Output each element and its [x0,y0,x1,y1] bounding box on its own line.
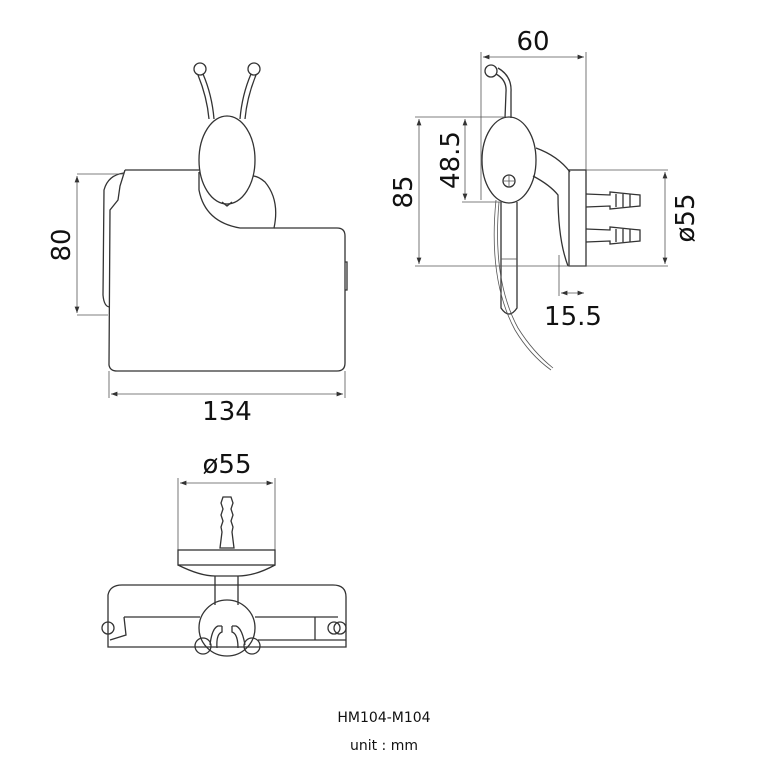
wall-pegs [585,191,641,245]
arm [532,147,571,267]
side-view: 60 85 48.5 ø55 15.5 [389,27,701,371]
head [481,116,537,204]
dimension-height-85: 85 [389,116,668,267]
paper-flap [493,199,554,371]
model-number: HM104-M104 [337,710,430,726]
roller-end [101,621,115,635]
dimension-diameter-55-bottom: ø55 [177,450,276,552]
stem [214,576,239,605]
dimension-diameter-55: ø55 [586,169,701,264]
dimension-label: ø55 [203,450,252,480]
front-view: 80 134 [47,62,348,427]
dimension-width-134: 134 [108,371,346,427]
dimension-label: 48.5 [436,131,466,189]
head [198,115,256,205]
dimension-label: 15.5 [544,302,602,332]
dimension-label: ø55 [671,194,701,243]
antenna-ball [243,637,261,655]
unit-label: unit : mm [350,738,418,754]
cover [107,584,347,648]
wall-peg [219,496,235,549]
back-plate [102,172,125,308]
dimension-label: 134 [202,397,252,427]
dimension-label: 60 [516,27,549,57]
base-plate [177,549,276,566]
roller-end [327,621,341,635]
dimension-label: 85 [389,175,419,208]
bottom-view: ø55 [101,450,347,657]
dimension-height-80: 80 [47,173,124,316]
dimension-depth-60: 60 [480,27,587,200]
dimension-thickness-15-5: 15.5 [544,255,602,332]
dimension-label: 80 [47,228,77,261]
wall-mount-disc [198,172,277,229]
antenna-ball [484,64,498,78]
cover [108,169,346,372]
antenna-ball [194,637,212,655]
base-plate [568,169,587,267]
screw-icon [502,174,516,188]
antennae [193,62,261,120]
hub [198,599,256,657]
dimension-height-48-5: 48.5 [436,119,502,203]
handle [500,202,518,315]
